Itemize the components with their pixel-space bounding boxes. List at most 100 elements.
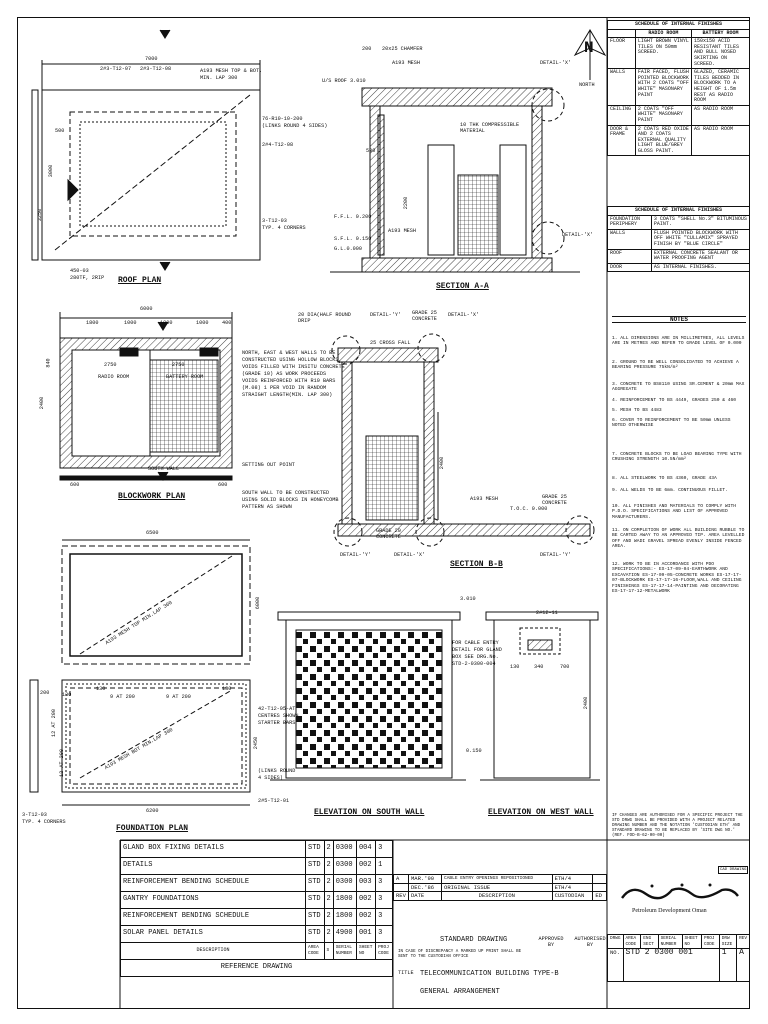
bb-detail-x: DETAIL-'X'	[448, 312, 480, 318]
finishes2-r3c1: AS INTERNAL FINISHES.	[650, 262, 751, 273]
finishes1-r0c2: 150x150 ACID RESISTANT TILES AND BULL NO…	[691, 37, 750, 70]
el-d700: 700	[560, 664, 570, 670]
ref-serial: 0300	[332, 857, 357, 875]
bw-d2750b: 2750	[172, 362, 185, 368]
rev-desc: CABLE ENTRY OPENINGS REPOSITIONED	[441, 874, 553, 884]
bb-detail-y3: DETAIL-'Y'	[540, 552, 572, 558]
fd-bar1: 9 AT 200	[110, 694, 135, 700]
reference-footer-row: REFERENCE DRAWING	[120, 959, 393, 977]
rev-hdr-desc: DESCRIPTION	[441, 891, 553, 901]
fd-bar4: 12 AT 200	[59, 748, 66, 778]
aa-board: 10 THK COMPRESSIBLE MATERIAL	[460, 122, 520, 134]
roof-plan-drawing	[31, 29, 261, 271]
rev-hdr-rev: REV	[393, 891, 409, 901]
aa-ffl: F.F.L. 0.200	[334, 214, 372, 220]
drwg-hdr: DRWG	[607, 933, 624, 950]
table-row: DETAILS STD 2 0300 002 1	[120, 857, 393, 875]
finishes1-col0	[607, 28, 636, 39]
finishes2-r3c0: DOOR	[607, 262, 652, 273]
rev-ed	[592, 874, 607, 884]
drwg-number-row: NO. STD 2 0300 001 1 A	[607, 948, 750, 983]
elevation-south-title: ELEVATION ON SOUTH WALL	[314, 808, 425, 817]
ref-hdr-serial: SERIAL NUMBER	[332, 942, 357, 960]
bb-detail-y2: DETAIL-'Y'	[340, 552, 372, 558]
finishes2-r1c1: FLUSH POINTED BLOCKWORK WITH OFF WHITE "…	[650, 228, 751, 250]
ref-area: STD	[305, 925, 325, 943]
roof-links: 76-R10-10-200	[262, 116, 303, 122]
blockwork-plan-drawing	[59, 312, 233, 481]
drawing-rev-num: 1	[718, 948, 738, 983]
aa-sfl: S.F.L. 0.150	[334, 236, 372, 242]
rev-hdr-custodian: CUSTODIAN	[551, 891, 594, 901]
title-line-1: TELECOMMUNICATION BUILDING TYPE-B	[420, 970, 559, 978]
table-row: REINFORCEMENT BENDING SCHEDULE STD 2 180…	[120, 908, 393, 926]
ref-hdr-area: AREA CODE	[305, 942, 325, 960]
ref-proj: 3	[375, 840, 393, 858]
foundation-plan-drawing	[29, 539, 251, 806]
rev-ed	[592, 882, 607, 893]
bw-south-wall: SOUTH WALL	[148, 466, 180, 472]
roof-bars2: 2#3-T12-08	[140, 66, 172, 72]
roof-dim-top: 7000	[145, 56, 158, 62]
roof-corners-note: TYP. 4 CORNERS	[262, 225, 306, 231]
ref-sheet: 002	[355, 891, 377, 909]
el-cable1: FOR CABLE ENTRY	[452, 640, 499, 646]
fd-bar3: 12 AT 200	[51, 708, 58, 738]
revision-row: A MAR.'90 CABLE ENTRY OPENINGS REPOSITIO…	[393, 874, 607, 884]
title-line-2: GENERAL ARRANGEMENT	[420, 988, 500, 996]
bw-d1000b: 1000	[196, 320, 209, 326]
fd-links: (LINKS ROUND	[258, 768, 296, 774]
bb-grade20: GRADE 20 CONCRETE	[376, 528, 401, 540]
ref-desc: REINFORCEMENT BENDING SCHEDULE	[120, 908, 306, 926]
note-1: 1. ALL DIMENSIONS ARE IN MILLIMETRES, AL…	[612, 336, 745, 347]
roof-drip2: 280TF, 2RIP	[70, 275, 105, 281]
ref-s: 2	[323, 908, 334, 926]
roof-bars3: 2#4-T12-08	[262, 142, 294, 148]
roof-d500: 500	[55, 128, 65, 134]
reference-table: GLAND BOX FIXING DETAILS STD 2 0300 004 …	[120, 840, 393, 977]
pdo-logo	[612, 880, 746, 906]
bw-note3: VOIDS FILLED WITH INSITU CONCRETE	[242, 364, 345, 370]
finishes2-r2c0: ROOF	[607, 248, 652, 264]
note-3: 3. CONCRETE TO BS8110 USING SR.CEMENT & …	[612, 382, 745, 393]
bw-d400: 400	[222, 320, 232, 326]
bb-detail-x2: DETAIL-'X'	[394, 552, 426, 558]
roof-lap: MIN. LAP 300	[200, 75, 238, 81]
bb-grade25: GRADE 25 CONCRETE	[412, 310, 437, 322]
ref-sheet: 002	[355, 908, 377, 926]
north-label: NORTH	[579, 82, 595, 88]
title-label: TITLE	[398, 970, 414, 976]
bw-south-note1: SOUTH WALL TO BE CONSTRUCTED	[242, 490, 330, 496]
drwg-hdr: SERIAL NUMBER	[657, 933, 683, 950]
finishes1-r2c0: CEILING	[607, 104, 636, 126]
finishes1-r0c0: FLOOR	[607, 37, 636, 70]
ref-desc: GANTRY FOUNDATIONS	[120, 891, 306, 909]
finishes1-r3c1: 2 COATS RED OXIDE AND 2 COATS EXTERNAL Q…	[634, 124, 693, 157]
ref-sheet: 002	[355, 857, 377, 875]
ref-proj: 3	[375, 908, 393, 926]
ref-proj: 3	[375, 925, 393, 943]
finishes1-col1: RADIO ROOM	[634, 28, 693, 39]
el-cable3: BOX SEE DRG.No.	[452, 654, 499, 660]
notes-title: NOTES	[612, 316, 746, 324]
ref-area: STD	[305, 857, 325, 875]
drawing-frame	[17, 17, 750, 1009]
company-name: Petroleum Development Oman	[632, 908, 707, 914]
finishes1-title: SCHEDULE OF INTERNAL FINISHES	[607, 20, 750, 30]
bw-d1800: 1800	[86, 320, 99, 326]
table-row: REINFORCEMENT BENDING SCHEDULE STD 2 030…	[120, 874, 393, 892]
ref-footer: REFERENCE DRAWING	[120, 959, 393, 977]
bw-setting-out: SETTING OUT POINT	[242, 462, 295, 468]
north-letter: N	[584, 39, 594, 57]
note-6: 6. COVER TO REINFORCEMENT TO BE 50mm UNL…	[612, 418, 731, 429]
aa-detail-x1: DETAIL-'X'	[540, 60, 572, 66]
bw-d6000: 6000	[140, 306, 153, 312]
drwg-header-row: DRWG AREA CODE ENG SECT SERIAL NUMBER SH…	[607, 933, 750, 950]
drwg-hdr: DRW SIZE	[718, 933, 738, 950]
fd-starter3: STARTER BARS	[258, 720, 296, 726]
rev-date: MAR.'90	[407, 874, 443, 884]
finishes1-r3c0: DOOR & FRAME	[607, 124, 636, 157]
standard-drawing-label: STANDARD DRAWING	[440, 936, 508, 944]
fd-d130b: 130	[96, 686, 106, 692]
fd-bar2: 9 AT 200	[166, 694, 191, 700]
